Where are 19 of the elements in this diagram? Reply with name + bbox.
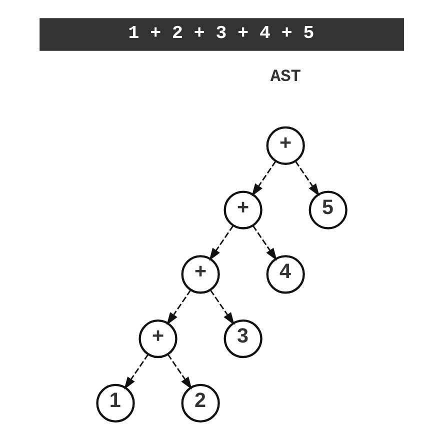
arrow [166, 290, 191, 326]
node-circle: 3 [223, 319, 262, 358]
node-circle: + [138, 319, 177, 358]
node-circle: + [223, 190, 262, 230]
arrow [294, 160, 320, 196]
node-circle: 4 [266, 255, 304, 294]
node-circle: 2 [180, 384, 220, 422]
arrow [166, 354, 192, 390]
node-circle: + [180, 255, 220, 294]
node-circle: 5 [308, 190, 347, 230]
label: AST [270, 68, 301, 87]
arrow [124, 354, 148, 390]
diagram-title: 1 + 2 + 3 + 4 + 5 [128, 24, 314, 44]
arrow [252, 225, 277, 261]
arrow [209, 290, 234, 326]
node-circle: 1 [96, 384, 134, 422]
node-circle: + [266, 126, 304, 165]
arrow [208, 225, 234, 261]
arrow [251, 160, 276, 196]
